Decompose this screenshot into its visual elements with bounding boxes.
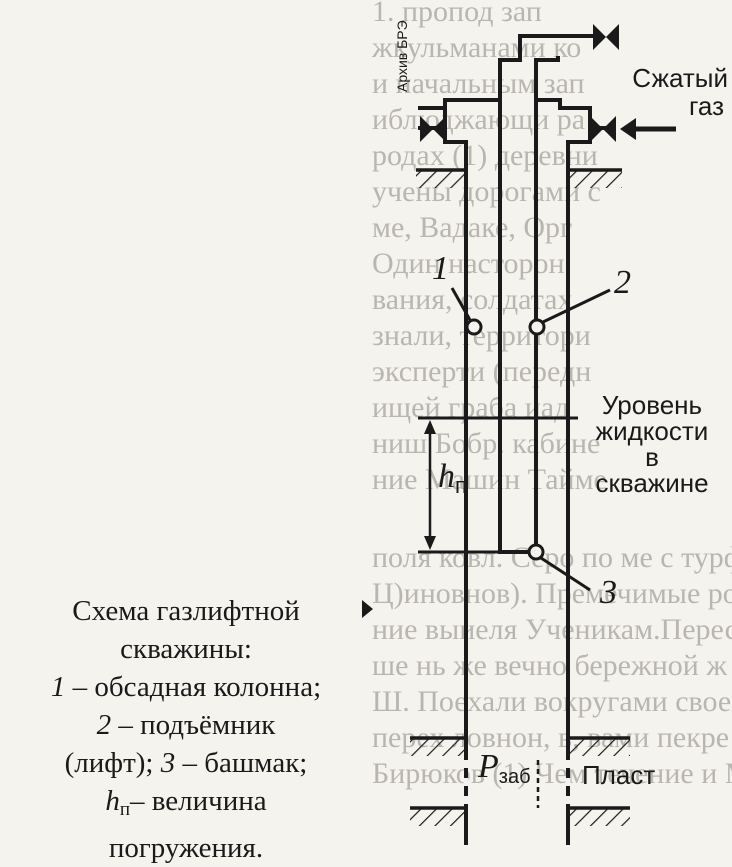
figure-caption: Схема газлифтной скважины: 1 – обсадная …	[0, 592, 372, 867]
formation-label: Пласт	[582, 760, 656, 790]
perforations	[463, 760, 571, 804]
gas-label: Сжатый газ	[596, 64, 728, 120]
caption-line3: 1 – обсадная колонна;	[0, 668, 372, 706]
gas-inlet-arrow	[620, 118, 676, 140]
casing-head-right	[534, 98, 592, 110]
level-label-line3: в	[645, 442, 659, 472]
level-label-line2: жидкости	[595, 416, 709, 446]
bg-line: поля ковл. Серо по ме с турфами и станци…	[372, 541, 732, 574]
submergence-label: hп	[438, 458, 467, 499]
submergence-subscript: п	[455, 473, 467, 498]
bg-line: учены дорогами с	[372, 175, 601, 208]
bg-line: ше нь же вечно бережной ж и мечта мано	[372, 649, 732, 682]
callout-1-label: 1	[432, 250, 449, 287]
bg-line: Ц)иновнов). Премечимые ро р Разногда ре	[372, 577, 732, 610]
bottomhole-pressure-label: Pзаб	[478, 748, 531, 789]
caption-line6: hп– величина	[0, 782, 372, 829]
callout-3-label: 3	[600, 574, 617, 611]
bg-line: Бирюков (1) Чем течение и Мальника	[372, 757, 732, 790]
caption-line7: погружения.	[108, 832, 264, 864]
formation-bottom	[410, 806, 630, 826]
caption-h-subscript: п	[119, 799, 131, 820]
caption-line4: 2 – подъёмник	[0, 706, 372, 744]
caption-num-2: 2	[96, 709, 112, 741]
caption-num-1: 1	[50, 671, 66, 703]
gas-label-line1: Сжатый	[632, 63, 728, 93]
bg-line: вания, солдатах	[372, 283, 573, 316]
callout-2-label: 2	[614, 264, 631, 301]
bg-line: ние выиеля Ученикам.Пересечение (Макет),	[372, 613, 732, 646]
bg-line: эксперти (передн	[372, 355, 592, 388]
callout-markers	[450, 287, 611, 592]
bg-line: и начальным зап	[372, 67, 585, 100]
caption-text-5b: – башмак;	[175, 747, 308, 779]
valve-icon	[420, 116, 446, 142]
bg-line: ниш Бобр. кабине	[372, 427, 601, 460]
valve-icon	[590, 116, 616, 142]
caption-num-3: 3	[160, 747, 176, 779]
bg-line: родах (1) деревни	[372, 139, 598, 172]
level-label-line1: Уровень	[601, 390, 703, 420]
bg-line: ме, Вадаке, Орг	[372, 211, 573, 244]
level-label-line4: скважине	[595, 468, 709, 498]
ground-surface	[416, 168, 622, 188]
submergence-symbol: h	[438, 458, 455, 495]
archive-label: Архив БРЭ	[394, 20, 410, 92]
liquid-level-label: Уровень жидкости в скважине	[580, 392, 724, 496]
pressure-subscript: заб	[498, 766, 531, 788]
submergence-dimension	[424, 420, 436, 550]
caption-text-2: – подъёмник	[111, 709, 276, 741]
caption-text-5a: (лифт);	[64, 747, 154, 779]
caption-pointer-icon	[362, 600, 373, 618]
lift-pipe	[534, 56, 560, 554]
bg-line: иблюджающи ра	[372, 103, 586, 136]
caption-line2: скважины:	[120, 633, 252, 665]
caption-line1: Схема газлифтной	[72, 595, 300, 627]
caption-text-6: – величина	[130, 785, 267, 817]
pressure-symbol: P	[478, 748, 499, 785]
formation-top	[410, 736, 630, 756]
valve-icon	[593, 24, 619, 50]
gas-label-line2: газ	[688, 91, 724, 121]
bg-line: Ш. Поехали вокругами своего нормального	[372, 685, 732, 718]
caption-line5: (лифт); 3 – башмак;	[0, 744, 372, 782]
caption-text-1: – обсадная колонна;	[65, 671, 322, 703]
casing-head-left	[418, 98, 502, 110]
bg-line: Один насторон	[372, 247, 565, 280]
bg-line: 1. пропод зап	[372, 0, 542, 28]
caption-h-symbol: h	[105, 785, 120, 817]
